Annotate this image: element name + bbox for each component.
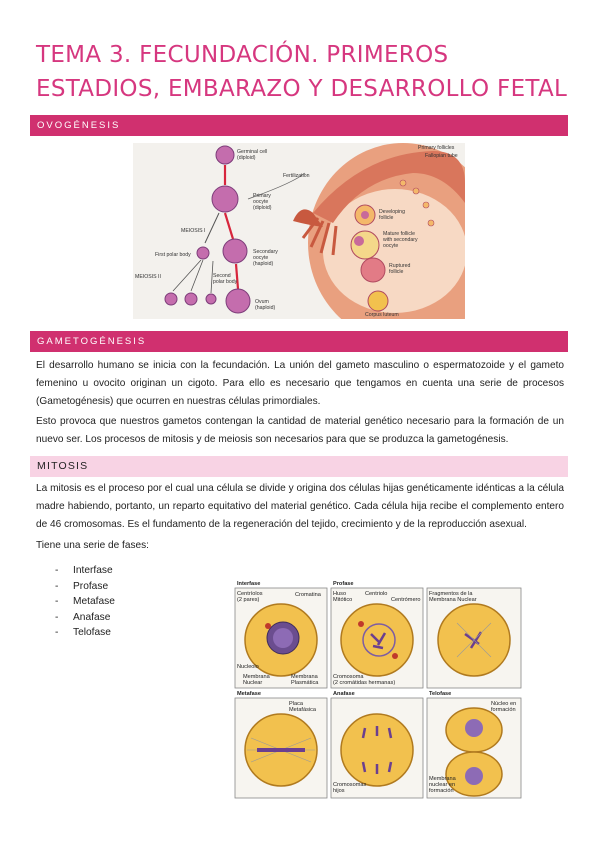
label-centromero: Centrómero [391,597,421,603]
label-corpus-luteum: Corpus luteum [365,312,399,318]
label-germinal-sub: (diploid) [237,155,256,161]
label-nucleo-en-2: formación [491,707,516,713]
label-primary-oocyte-2: oocyte [253,199,268,205]
label-membrana-plasmatica: Membrana [291,674,319,680]
label-primary-follicles: Primary follicles [418,145,455,151]
label-fragmentos: Fragmentos de la [429,591,473,597]
label-developing-follicle-2: follicle [379,215,394,221]
label-cromosomas-hijos-2: hijos [333,788,345,794]
list-item: -Profase [55,580,109,592]
label-huso-2: Mitótico [333,597,352,603]
label-membrana-formacion-2: nuclear en [429,782,455,788]
label-interfase: Interfase [237,581,260,587]
label-telofase: Telofase [429,691,451,697]
label-ovum-sub: (haploid) [255,305,275,311]
label-membrana-nuclear-2: Nuclear [243,680,262,686]
label-ovum: Ovum [255,299,269,305]
label-nucleolo: Nucleolo [237,664,259,670]
section-header-ovogenesis: OVOGÉNESIS [30,115,568,136]
label-cromosomas-hijos: Cromosomas [333,782,366,788]
label-ruptured-follicle-2: follicle [389,269,404,275]
fallopian-tube-shape [313,151,465,223]
label-primary-oocyte: Primary [253,193,271,199]
primary-oocyte [211,185,239,213]
list-item: -Metafase [55,596,115,608]
label-fallopian-tube: Fallopian tube [425,153,458,159]
list-item: -Telofase [55,627,111,639]
section-header-gametogenesis: GAMETOGÉNESIS [30,331,568,352]
label-mature-follicle-2: with secondary [383,237,418,243]
label-placa-2: Metafásica [289,707,317,713]
label-profase: Profase [333,581,354,587]
label-mature-follicle-3: oocyte [383,243,398,249]
label-anafase: Anafase [333,691,355,697]
label-mature-follicle: Mature follicle [383,231,415,237]
label-germinal-cell: Germinal cell [237,149,267,155]
label-fragmentos-2: Membrana Nuclear [429,597,477,603]
label-centriolos-2: (2 pares) [237,597,260,603]
label-cromosoma: Cromosoma [333,674,364,680]
corpus-luteum-shape [367,290,389,312]
secondary-oocyte [222,238,248,264]
label-secondary-oocyte: Secondary [253,249,278,255]
label-placa: Placa [289,701,304,707]
label-meiosis-1: MEIOSIS I [181,228,206,234]
label-membrana-plasmatica-2: Plasmática [291,680,319,686]
label-ruptured-follicle: Ruptured [389,263,410,269]
mitosis-paragraph-1: La mitosis es el proceso por el cual una… [36,483,564,530]
ovum-cell [225,288,251,314]
list-item: -Anafase [55,611,111,623]
mitosis-paragraph-2: Tiene una serie de fases: [36,540,149,551]
label-membrana-nuclear: Membrana [243,674,271,680]
phases-list: -Interfase -Profase -Metafase -Anafase -… [55,563,115,641]
mature-follicle-shape [350,230,380,260]
anafase-cell [340,713,414,787]
label-metafase: Metafase [237,691,261,697]
mitosis-figure: Interfase Profase Centríolos (2 pares) C… [233,578,525,800]
label-secondary-oocyte-sub: (haploid) [253,261,273,267]
label-membrana-formacion-3: formación [429,788,454,794]
label-secondary-oocyte-2: oocyte [253,255,268,261]
label-cromatina: Cromatina [295,592,322,598]
first-polar-body [196,246,210,260]
label-first-polar-body: First polar body [155,252,191,258]
germinal-cell [215,145,235,165]
label-second-polar-body: Second [213,273,231,279]
section-header-mitosis: MITOSIS [30,456,568,477]
ruptured-follicle-shape [360,257,386,283]
gametogenesis-paragraph-1: El desarrollo humano se inicia con la fe… [36,360,564,407]
label-cromosoma-2: (2 cromátidas hermanas) [333,680,395,686]
page-title: TEMA 3. FECUNDACIÓN. PRIMEROS ESTADIOS, … [36,42,568,102]
label-fertilization: Fertilization [283,173,310,179]
label-nucleo-en: Núcleo en [491,701,516,707]
label-meiosis-2: MEIOSIS II [135,274,161,280]
label-centriolo: Centriolo [365,591,387,597]
label-centriolos: Centríolos [237,591,263,597]
label-membrana-formacion: Membrana [429,776,457,782]
label-second-polar-body-2: polar body [213,279,238,285]
label-developing-follicle: Developing [379,209,405,215]
list-item: -Interfase [55,565,113,576]
gametogenesis-paragraph-2: Esto provoca que nuestros gametos conten… [36,416,564,445]
label-primary-oocyte-sub: (diploid) [253,205,272,211]
label-huso: Huso [333,591,346,597]
oogenesis-figure: Germinal cell (diploid) Primary oocyte (… [133,143,465,319]
